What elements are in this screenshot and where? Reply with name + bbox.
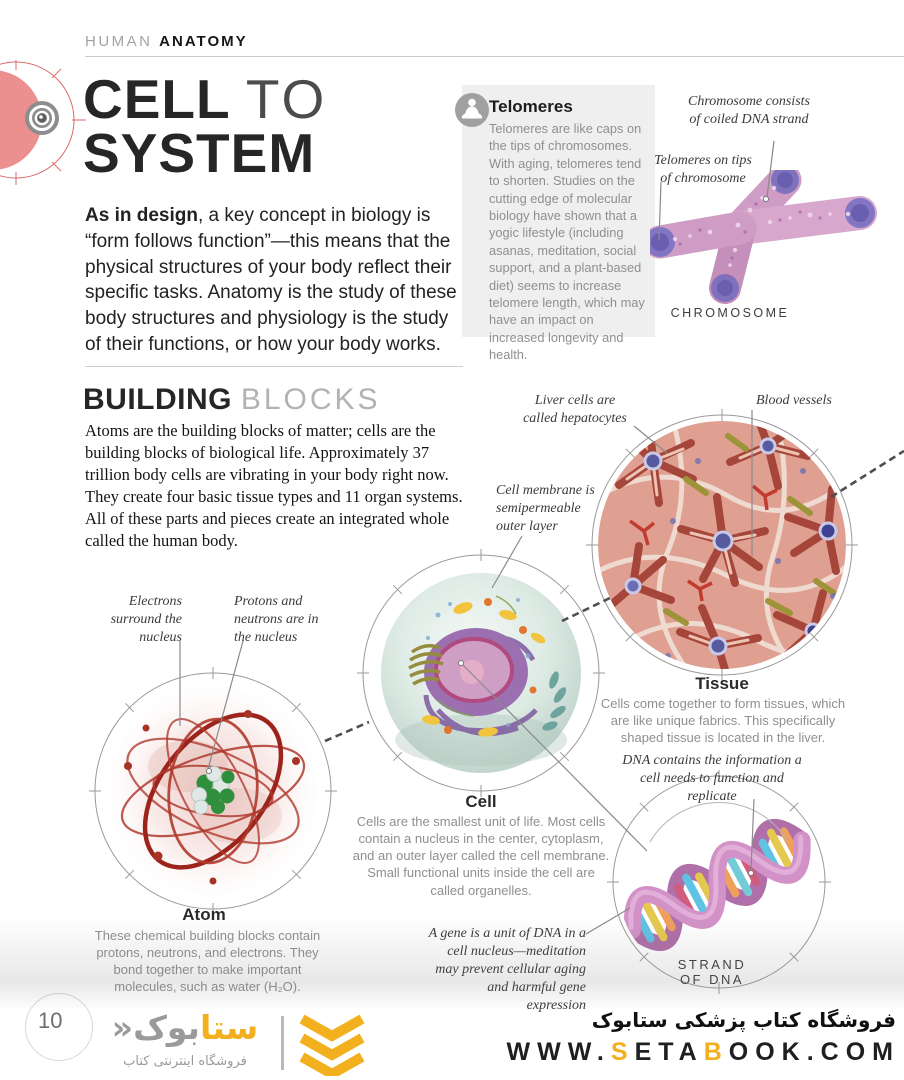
logo-divider (281, 1016, 284, 1070)
tissue-blood-label: Blood vessels (756, 393, 832, 408)
title-bold-1: CELL (83, 68, 230, 130)
logo-name-start: ستا (199, 1008, 259, 1047)
setabook-logo-wordmark: ستابوک« (92, 1008, 278, 1047)
cell-illustration (381, 573, 581, 773)
url-b: B (703, 1038, 729, 1066)
setabook-logo-subtitle: فروشگاه اینترنتی کتاب (123, 1054, 247, 1069)
telomeres-body: Telomeres are like caps on the tips of c… (489, 121, 645, 363)
tissue-liver-label: Liver cells are called hepatocytes (523, 393, 627, 426)
chromosome-illustration (650, 170, 877, 304)
gene-label: A gene is a unit of DNA in a cell nucleu… (428, 926, 586, 1013)
intro-lead: As in design (85, 205, 198, 226)
intro-rule (85, 366, 463, 367)
dna-caption-line2: OF DNA (679, 972, 745, 987)
page-number: 10 (38, 1008, 63, 1033)
tissue-illustration (598, 421, 846, 669)
protons-label: Protons and neutrons are in the nucleus (234, 594, 319, 645)
chromosome-dna-strand-label: Chromosome consists of coiled DNA strand (688, 94, 810, 127)
chromosome-telomeres-label: Telomeres on tips of chromosome (654, 153, 752, 186)
page-number-circle (25, 993, 93, 1061)
dna-caption-line1: STRAND (677, 957, 747, 972)
url-s: S (610, 1038, 635, 1066)
atom-illustration (108, 686, 318, 896)
eyebrow-bold: ANATOMY (159, 33, 248, 50)
chromosome-caption: CHROMOSOME (670, 306, 790, 320)
atom-body: These chemical building blocks contain p… (94, 928, 321, 995)
header-rule (85, 56, 904, 57)
cell-body: Cells are the smallest unit of life. Mos… (352, 814, 610, 898)
url-eta: ETA (634, 1038, 704, 1066)
heading-bold: BUILDING (83, 383, 232, 416)
cell-membrane-label: Cell membrane is semipermeable outer lay… (496, 483, 595, 534)
url-rest: OOK.COM (728, 1038, 900, 1066)
intro-rest: , a key concept in biology is “form foll… (85, 205, 457, 356)
dna-caption: STRAND OF DNA (642, 957, 782, 987)
atom-title: Atom (182, 905, 226, 924)
title-light: TO (245, 68, 328, 130)
telomeres-box (462, 85, 655, 337)
telomeres-title: Telomeres (489, 97, 573, 116)
building-blocks-heading: BUILDING BLOCKS (83, 383, 381, 417)
intro-paragraph: As in design, a key concept in biology i… (85, 203, 469, 358)
electrons-label: Electrons surround the nucleus (110, 594, 182, 645)
url-www: WWW. (506, 1038, 611, 1066)
logo-name-end: بوک (133, 1008, 200, 1047)
tissue-title: Tissue (695, 674, 749, 693)
page-eyebrow: HUMAN ANATOMY (85, 33, 248, 50)
tissue-body: Cells come together to form tissues, whi… (600, 696, 846, 746)
dna-info-label: DNA contains the information a cell need… (622, 753, 802, 804)
cell-title: Cell (465, 792, 497, 811)
meditation-icon (455, 93, 489, 127)
heading-light: BLOCKS (240, 383, 381, 416)
building-blocks-paragraph: Atoms are the building blocks of matter;… (85, 421, 463, 550)
lens-target-icon (0, 60, 86, 185)
logo-guillemet: « (111, 1008, 134, 1047)
eyebrow-light: HUMAN (85, 33, 153, 50)
website-url: WWW.SETABOOK.COM (430, 1038, 900, 1067)
page-title: CELL TO SYSTEM (83, 72, 327, 181)
store-title-fa: فروشگاه کتاب پزشکی ستابوک (591, 1008, 896, 1032)
setabook-chevron-icon (299, 1014, 365, 1076)
title-bold-2: SYSTEM (83, 122, 316, 184)
